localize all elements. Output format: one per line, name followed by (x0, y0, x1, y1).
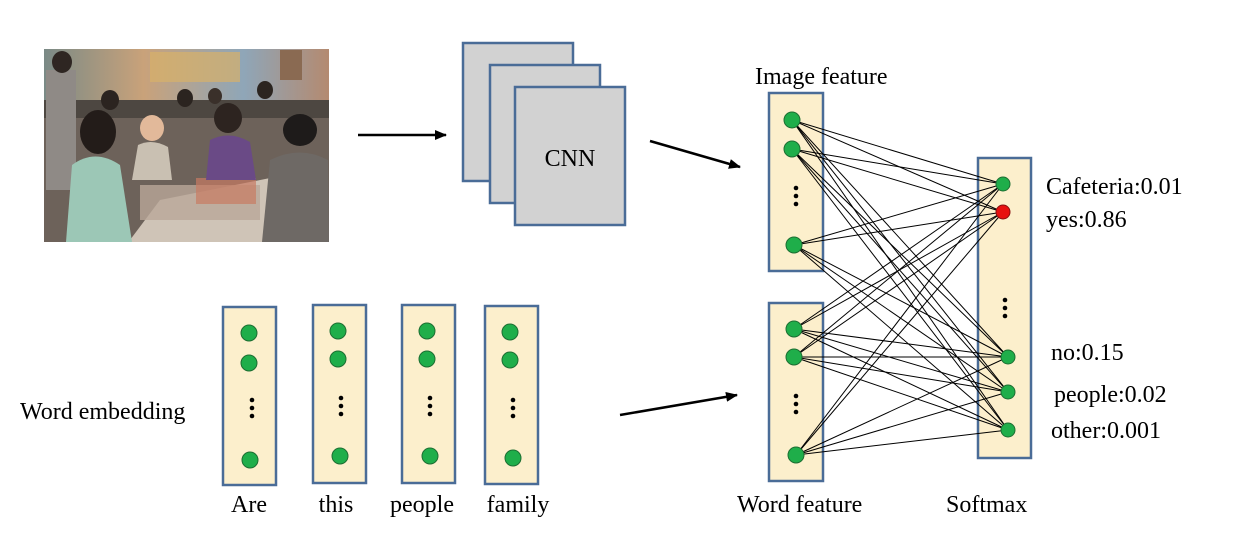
connection-line (793, 244, 1009, 431)
image-feature-node (785, 236, 803, 254)
connection-line (793, 356, 1009, 431)
connection-line (793, 211, 1004, 358)
connection-line (791, 148, 1009, 431)
word-labels: Are this people family (231, 492, 549, 518)
connection-line (795, 211, 1004, 456)
connection-line (793, 183, 1004, 246)
image-feature-ellipsis (793, 185, 799, 207)
connection-line (793, 356, 1009, 393)
word-feature-node (785, 348, 803, 366)
connection-line (793, 328, 1009, 358)
image-feature-nodes (783, 111, 803, 254)
connection-line (791, 148, 1009, 393)
connection-line (795, 429, 1009, 456)
connection-line (793, 244, 1009, 358)
connection-line (793, 328, 1009, 393)
cafeteria-photo (44, 49, 329, 242)
arrow-cnn-to-image-feature (649, 139, 741, 169)
connection-line (793, 183, 1004, 358)
word-embedding-column (311, 303, 368, 485)
image-feature-node (783, 111, 801, 129)
connection-line (793, 183, 1004, 330)
connection-line (791, 148, 1004, 185)
image-feature-label: Image feature (755, 64, 888, 90)
output-label: yes:0.86 (1046, 207, 1127, 233)
word-label: this (319, 492, 354, 518)
connections (791, 119, 1009, 456)
word-feature-ellipsis (793, 393, 799, 415)
output-label: people:0.02 (1054, 382, 1167, 408)
connection-line (791, 148, 1009, 358)
connection-line (793, 211, 1004, 246)
connection-line (791, 119, 1004, 185)
word-label: people (390, 492, 454, 518)
word-label: family (487, 492, 550, 518)
cnn-stack: CNN (461, 41, 627, 227)
word-feature-node (785, 320, 803, 338)
softmax-node-cafeteria (995, 176, 1011, 192)
connection-line (791, 148, 1004, 213)
image-feature-node (783, 140, 801, 158)
word-embedding-column (221, 305, 278, 487)
word-feature-node (787, 446, 805, 464)
word-feature-nodes (785, 320, 805, 464)
softmax-label: Softmax (946, 492, 1027, 518)
cnn-label: CNN (545, 146, 596, 172)
word-feature-label: Word feature (737, 492, 862, 518)
softmax-node-people (1000, 384, 1016, 400)
word-embedding-label: Word embedding (20, 399, 185, 425)
output-label: other:0.001 (1051, 418, 1161, 444)
connection-line (795, 356, 1009, 456)
output-label: no:0.15 (1051, 340, 1124, 366)
output-labels: Cafeteria:0.01 yes:0.86 no:0.15 people:0… (1046, 174, 1183, 444)
output-label: Cafeteria:0.01 (1046, 174, 1183, 200)
connection-line (791, 119, 1009, 358)
connection-line (791, 119, 1009, 431)
softmax-node-no (1000, 349, 1016, 365)
word-label: Are (231, 492, 267, 518)
softmax-node-other (1000, 422, 1016, 438)
connection-line (793, 244, 1009, 393)
connection-line (793, 328, 1009, 431)
arrow-words-to-word-feature (619, 391, 738, 417)
softmax-node-yes (995, 204, 1011, 220)
connection-line (795, 183, 1004, 456)
softmax-nodes (995, 176, 1016, 438)
word-embedding-column (483, 304, 540, 486)
word-embedding-column (400, 303, 457, 485)
connection-line (795, 391, 1009, 456)
softmax-ellipsis (1002, 297, 1008, 319)
